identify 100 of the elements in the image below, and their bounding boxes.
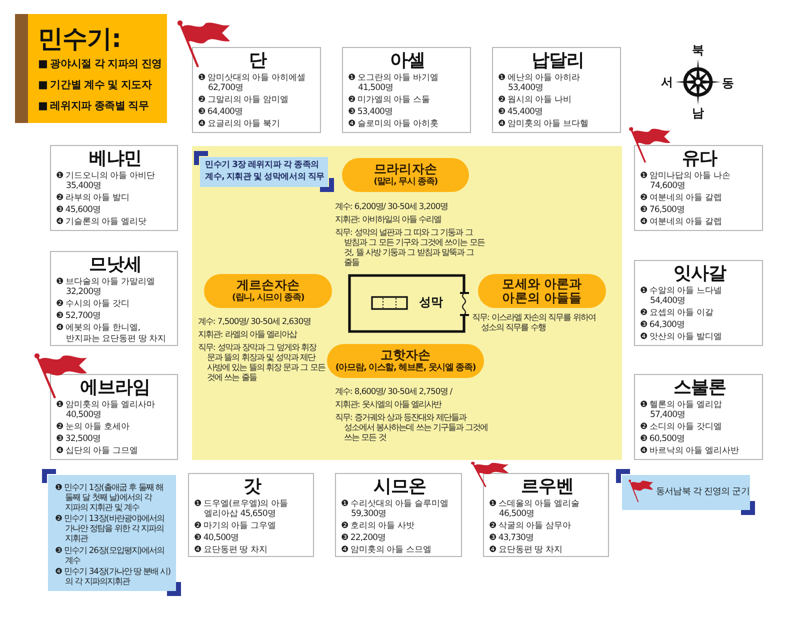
list-item: ❹ 슬로미의 아들 아히훗: [348, 119, 440, 130]
list-item: ❷ 민수기 13장(바란광야)에서의 가나안 정탐을 위한 각 지파의 지휘관: [55, 513, 166, 543]
list-item: ❹ 십단의 아들 그므엘: [56, 446, 139, 456]
tribe-name: 스불론: [672, 378, 727, 398]
list-item: ❹ 여분네의 아들 갈렙: [640, 217, 723, 228]
list-item: ❶ 기드오니의 아들 아비단 35,400명: [56, 170, 156, 192]
list-item: ❶ 수리삿대의 아들 슬루미엘 59,300명: [341, 498, 450, 520]
list-item: ❸ 64,300명: [640, 320, 686, 330]
list-item: ❸ 43,730명: [489, 533, 536, 544]
list-item: ❶ 에난의 아들 아히라 53,400명: [498, 72, 581, 94]
list-item: ❶ 헬론의 아들 엘리압 57,400명: [640, 400, 723, 420]
list-item: ❶ 브다술의 아들 가말리엘 32,200명: [56, 276, 156, 298]
callout-box: [200, 157, 328, 187]
clan-name: 므라리자손: [374, 162, 437, 176]
list-item: ❸ 53,400명: [348, 107, 394, 118]
tribe-name: 베냐민: [88, 149, 142, 169]
note-text: 계수: 8,600명/ 30-50세 2,750명 /: [335, 386, 454, 396]
clan-subtitle: (아므람, 이스할, 헤브론, 웃시엘 종족): [335, 362, 476, 374]
list-item: ❸ 22,200명: [341, 533, 388, 544]
tribe-box: [50, 374, 178, 460]
tribe-name: 단: [248, 51, 268, 71]
note-text: 지휘관: 라엘의 아들 엘리아삽: [198, 329, 298, 339]
list-item: ❸ 민수기 26장(모압평지)에서의 계수: [55, 544, 166, 564]
tribe-box: [335, 473, 462, 557]
list-item: ❷ 미가엘의 아들 스둘: [348, 95, 431, 106]
tribe-box: [634, 260, 763, 346]
list-item: ❸ 64,400명: [198, 107, 244, 118]
tribe-box: [188, 473, 314, 557]
list-item: ❸ 40,500명: [194, 533, 240, 544]
bullet-text: ■ 기간별 계수 및 지도자: [38, 78, 153, 93]
list-item: ❸ 52,700명: [56, 311, 102, 322]
list-item: ❷ 삭굴의 아들 삼무아: [489, 521, 572, 532]
clan-subtitle: (립니, 시므이 종족): [232, 292, 304, 304]
clan-name: 게르손자손: [236, 278, 300, 292]
list-item: ❹ 요글리의 아들 북기: [198, 119, 281, 130]
list-item: ❷ 요셉의 아들 이갈: [640, 308, 714, 318]
tribe-box: [492, 47, 621, 133]
note-box: [48, 475, 176, 591]
list-item: ❹ 바르낙의 아들 엘리사반: [640, 446, 740, 456]
list-item: ❶ 드우엘(르우엘)의 아들 엘리아삽 45,650명: [194, 498, 289, 520]
list-item: ❷ 웝시의 아들 나비: [498, 95, 572, 106]
list-item: ❷ 라부의 아들 발디: [56, 193, 130, 204]
list-item: ❷ 소디의 아들 갓디엘: [640, 422, 723, 432]
compass-letter: 동: [722, 76, 734, 90]
list-item: ❶ 암미훗의 아들 엘리사마 40,500명: [56, 400, 156, 420]
list-item: ❷ 호리의 아들 사밧: [341, 521, 416, 532]
list-item: ❸ 76,500명: [640, 205, 686, 216]
clan-subtitle: (말리, 무시 종족): [374, 176, 438, 188]
list-item: ❹ 요단동편 땅 차지: [194, 545, 268, 556]
title-panel: [15, 14, 167, 123]
note-text: 계수: 7,500명/ 30-50세 2,630명: [198, 316, 312, 326]
list-item: ❶ 수알의 아들 느다넬 54,400명: [640, 286, 723, 306]
list-item: ❹ 암미훗의 아들 브다헬: [498, 119, 590, 130]
note-text: 직무: 성막의 널판과 그 띠와 그 기둥과 그 받침과 그 모든 기구와 그것에 쓰이는 모든 것, 뜰 사방 기둥과 그 받침과 말뚝과 그 줄들: [335, 227, 486, 267]
list-item: ❸ 60,500명: [640, 434, 686, 444]
note-text: 직무: 성막과 장막과 그 덮게와 휘장 문과 뜰의 휘장과 및 성막과 제단 사방에 있는 뜰의 휘장 문과 그 모든 것에 쓰는 줄들: [198, 342, 326, 382]
list-item: ❸ 45,400명: [498, 107, 544, 118]
tribe-name: 아셀: [389, 51, 426, 71]
tribe-box: [634, 145, 763, 231]
list-item: ❷ 여분네의 아들 갈렙: [640, 193, 723, 204]
tribe-box: [50, 145, 178, 231]
list-item: ❸ 45,600명: [56, 205, 102, 216]
list-item: ❹ 요단동편 땅 차지: [489, 545, 564, 556]
tribe-box: [483, 473, 609, 557]
list-item: ❷ 수시의 아들 갓디: [56, 299, 130, 310]
tribe-box: [50, 251, 178, 346]
compass-letter: 서: [661, 75, 673, 89]
tribe-box: [192, 47, 321, 133]
clan-name: 모세와 아론과 아론의 아들들: [501, 277, 583, 305]
clan-pill: [204, 274, 332, 308]
tribe-name: 시므온: [372, 477, 427, 497]
note-text: 지휘관: 웃시엘의 아들 엘리사반: [335, 399, 443, 409]
plan-label: 성막: [419, 295, 443, 309]
list-item: ❶ 민수기 1장(출애굽 후 둘째 해 둘째 달 첫째 날)에서의 각 지파의 지휘관 및 계수: [55, 482, 164, 512]
list-item: ❹ 앗산의 아들 발디엘: [640, 332, 723, 342]
list-item: ❶ 오그란의 아들 바기엘 41,500명: [348, 72, 440, 94]
tribe-name: 에브라임: [79, 378, 151, 398]
list-item: ❹ 암미훗의 아들 스므엘: [341, 545, 432, 556]
list-item: ❹ 에봇의 아들 한니엘, 반지파는 요단동편 땅 차지: [56, 323, 168, 344]
list-item: ❷ 눈의 아들 호세아: [56, 422, 130, 432]
clan-pill: [327, 344, 484, 378]
heading: 민수기:: [38, 23, 122, 54]
list-item: ❸ 32,500명: [56, 434, 102, 444]
note-text: 직무: 증거궤와 상과 등잔대와 제단들과 성소에서 봉사하는데 쓰는 기구들과 그것에 쓰는 모든 것: [335, 412, 489, 442]
list-item: ❶ 스데울의 아들 엘리술 46,500명: [489, 498, 580, 520]
compass-letter: 남: [692, 106, 704, 120]
tribe-name: 므낫세: [88, 255, 142, 275]
list-item: ❷ 마기의 아들 그우엘: [194, 521, 277, 532]
clan-pill: [342, 158, 469, 192]
note-text: 직무: 이스라엘 자손의 직무를 위하여 성소의 직무를 수행: [472, 312, 596, 332]
tribe-box: [342, 47, 471, 133]
tribe-name: 갓: [242, 477, 262, 497]
legend-text: 동서남북 각 진영의 군기: [656, 486, 750, 498]
note-text: 지휘관: 아비하일의 아들 수리엘: [335, 214, 442, 224]
tribe-box: [634, 374, 763, 460]
callout-text: 민수기 3장 레위지파 각 종족의 계수, 지휘관 및 성막에서의 직무: [205, 160, 325, 183]
list-item: ❶ 암미나답의 아들 나손 74,600명: [640, 170, 732, 192]
list-item: ❹ 민수기 34장(가나안 땅 분배 시)의 각 지파의지휘관: [55, 566, 172, 586]
clan-pill: [478, 274, 606, 308]
clan-name: 고핫자손: [380, 348, 431, 362]
